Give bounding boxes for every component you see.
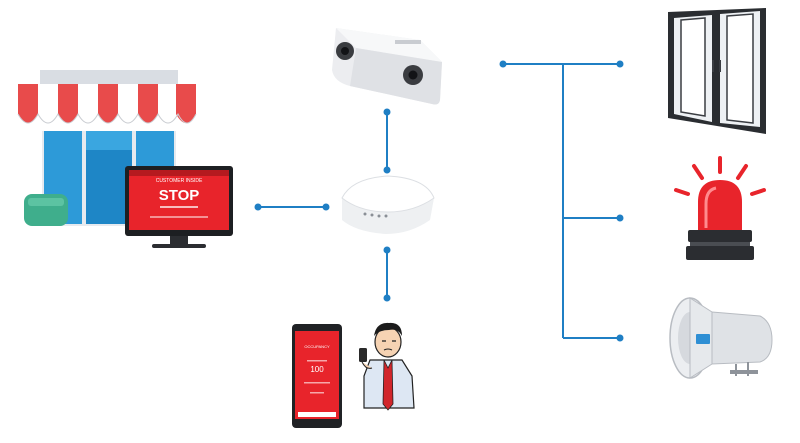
loudspeaker-horn-icon [669, 297, 773, 379]
phone-title: OCCUPANCY [304, 344, 330, 349]
monitor-icon: CUSTOMER INSIDE STOP [125, 166, 233, 248]
gateway-hub-icon [341, 175, 435, 234]
monitor-screen [129, 170, 229, 230]
phone-value: 100 [310, 365, 324, 374]
connector-dot [383, 294, 391, 302]
monitor-screen-text: STOP [159, 187, 200, 204]
staff-person-icon [359, 322, 415, 411]
connectors [258, 63, 620, 339]
alarm-light-icon [674, 156, 766, 260]
people-counter-camera-icon [332, 28, 442, 105]
connector-dot [616, 334, 624, 342]
connector-dot [254, 203, 262, 211]
connector-dot [499, 60, 507, 68]
store-awning [17, 84, 197, 131]
connector-dot [616, 214, 624, 222]
smartphone-icon: OCCUPANCY 100 [292, 324, 342, 428]
connector-dot [383, 108, 391, 116]
connector-dot [383, 246, 391, 254]
connector-dot [383, 166, 391, 174]
door-icon [668, 8, 766, 134]
connector-dot [322, 203, 330, 211]
connector-dot [616, 60, 624, 68]
phone-screen [295, 331, 339, 419]
monitor-screen-title: CUSTOMER INSIDE [156, 178, 203, 184]
connector-dots [254, 60, 624, 342]
